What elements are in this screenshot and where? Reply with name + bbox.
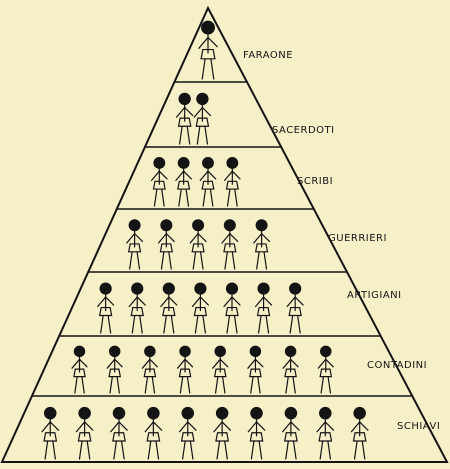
tier-figure bbox=[247, 345, 264, 394]
tier-figure bbox=[110, 406, 128, 460]
tier-label-sacerdoti: SACERDOTI bbox=[272, 125, 335, 136]
tier-label-contadini: CONTADINI bbox=[367, 360, 428, 371]
tier-figures bbox=[41, 20, 369, 460]
tier-label-schiavi: SCHIAVI bbox=[397, 421, 441, 432]
tier-figure bbox=[247, 406, 266, 460]
tier-figure bbox=[97, 282, 115, 334]
tier-figure bbox=[71, 345, 88, 394]
tier-figure bbox=[316, 406, 335, 460]
tier-figure bbox=[106, 345, 123, 394]
pyramid-outline bbox=[0, 5, 449, 463]
tier-figure bbox=[253, 219, 271, 270]
tier-figure bbox=[141, 345, 158, 394]
tier-figure bbox=[223, 282, 241, 334]
tier-figure bbox=[160, 282, 178, 334]
tier-figure bbox=[221, 219, 239, 270]
tier-figure bbox=[144, 406, 163, 460]
tier-label-artigiani: ARTIGIANI bbox=[347, 290, 402, 301]
tier-figure bbox=[198, 20, 218, 80]
tier-figure bbox=[350, 406, 369, 460]
tier-figure bbox=[193, 92, 212, 145]
tier-figure bbox=[175, 92, 194, 145]
tier-figure bbox=[126, 219, 144, 270]
tier-figure bbox=[128, 282, 146, 334]
tier-figure bbox=[191, 282, 209, 334]
tier-label-scribi: SCRIBI bbox=[297, 176, 334, 187]
tier-figure bbox=[150, 157, 168, 207]
tier-figure bbox=[286, 282, 304, 334]
tier-figure bbox=[178, 406, 197, 460]
tier-figure bbox=[41, 406, 60, 460]
tier-figure bbox=[317, 345, 334, 394]
tier-figure bbox=[282, 345, 299, 394]
tier-figure bbox=[223, 157, 241, 207]
tier-figure bbox=[282, 406, 300, 460]
tier-figure bbox=[75, 406, 94, 460]
tier-figure bbox=[254, 282, 273, 334]
tier-figure bbox=[175, 157, 192, 207]
tier-label-faraone: FARAONE bbox=[243, 50, 294, 61]
tier-label-guerrieri: GUERRIERI bbox=[328, 233, 387, 244]
tier-figure bbox=[212, 345, 229, 394]
tier-figure bbox=[176, 345, 194, 394]
tier-figure bbox=[213, 406, 231, 460]
tier-figure bbox=[157, 219, 175, 270]
tier-figure bbox=[189, 219, 207, 270]
tier-figure bbox=[199, 157, 217, 207]
